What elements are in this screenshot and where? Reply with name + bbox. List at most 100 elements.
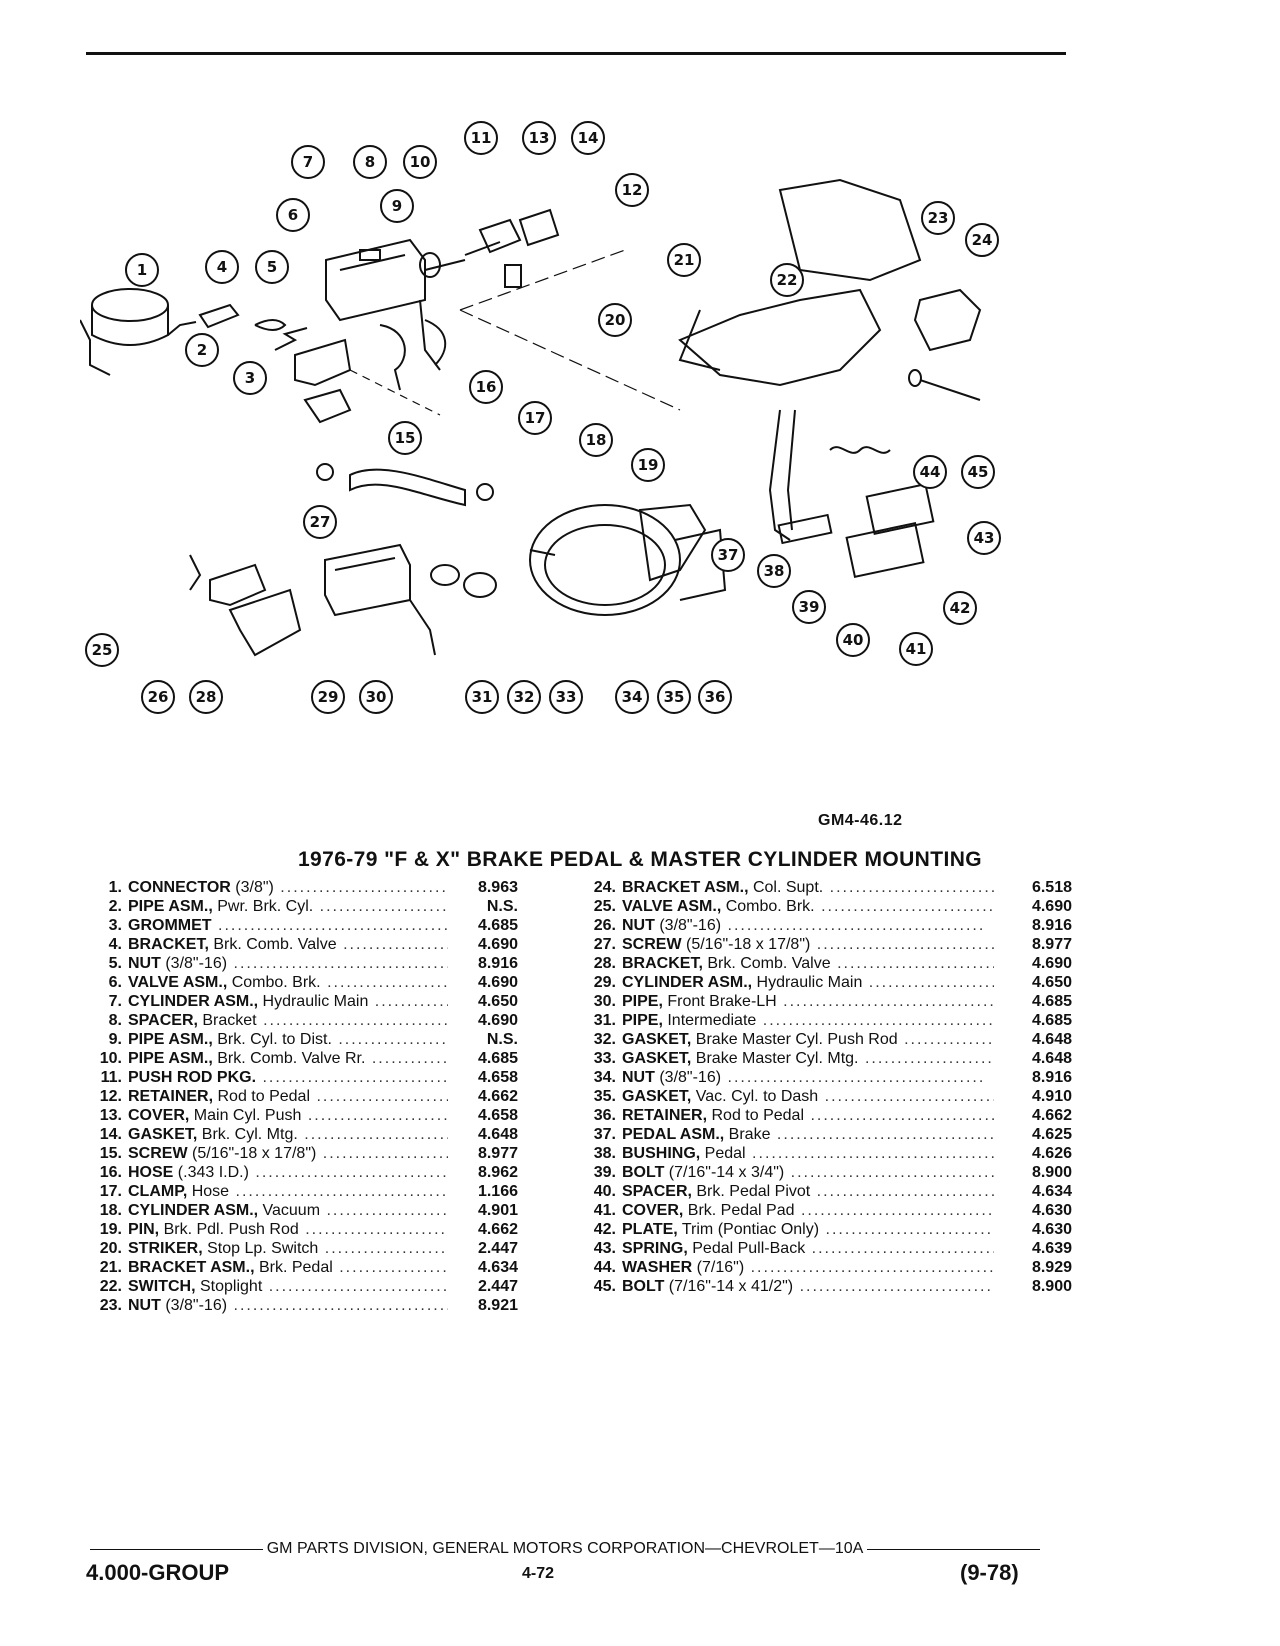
leader-dots: ........................................ bbox=[327, 974, 448, 991]
part-row: 3.GROMMET ..............................… bbox=[78, 916, 518, 935]
callout-39: 39 bbox=[792, 590, 826, 624]
group-code: 4.630 bbox=[1031, 1202, 1072, 1219]
group-code: 4.650 bbox=[477, 993, 518, 1010]
part-description: SPACER, Brk. Pedal Pivot ...............… bbox=[622, 1182, 994, 1201]
part-name: VALVE ASM., bbox=[128, 974, 228, 991]
part-description: PEDAL ASM., Brake ......................… bbox=[622, 1125, 994, 1144]
svg-text:45: 45 bbox=[968, 463, 989, 481]
group-code: 1.166 bbox=[477, 1183, 518, 1200]
callout-29: 29 bbox=[311, 680, 345, 714]
part-name: WASHER bbox=[622, 1259, 693, 1276]
group-code: 8.900 bbox=[1031, 1164, 1072, 1181]
svg-text:34: 34 bbox=[622, 688, 643, 706]
group-code: 4.648 bbox=[477, 1126, 518, 1143]
part-description: GASKET, Vac. Cyl. to Dash ..............… bbox=[622, 1087, 994, 1106]
part-name: PIN, bbox=[128, 1221, 160, 1238]
part-number: 34. bbox=[593, 1069, 616, 1086]
svg-text:31: 31 bbox=[472, 688, 493, 706]
part-row: 44.WASHER (7/16") ......................… bbox=[572, 1258, 1072, 1277]
group-code: 4.658 bbox=[477, 1069, 518, 1086]
part-detail: (3/8"-16) bbox=[160, 955, 228, 972]
group-code: 4.685 bbox=[477, 1050, 518, 1067]
part-description: VALVE ASM., Combo. Brk. ................… bbox=[128, 973, 448, 992]
part-number: 44. bbox=[593, 1259, 616, 1276]
group-code: 4.662 bbox=[477, 1088, 518, 1105]
group-code: 4.690 bbox=[477, 1012, 518, 1029]
part-detail: Bracket bbox=[197, 1012, 257, 1029]
part-number: 5. bbox=[108, 955, 122, 972]
part-name: RETAINER, bbox=[128, 1088, 214, 1105]
part-name: NUT bbox=[622, 1069, 655, 1086]
svg-text:25: 25 bbox=[92, 641, 113, 659]
part-row: 5.NUT (3/8"-16) ........................… bbox=[78, 954, 518, 973]
part-detail: Brake bbox=[724, 1126, 771, 1143]
group-code: 2.447 bbox=[477, 1240, 518, 1257]
part-description: SCREW (5/16"-18 x 17/8") ...............… bbox=[622, 935, 994, 954]
svg-text:22: 22 bbox=[777, 271, 798, 289]
leader-dots: ........................................ bbox=[374, 993, 448, 1010]
part-detail: Brk. Comb. Valve bbox=[208, 936, 337, 953]
callout-20: 20 bbox=[598, 303, 632, 337]
revision-date: (9-78) bbox=[960, 1560, 1019, 1585]
callout-41: 41 bbox=[899, 632, 933, 666]
part-number: 40. bbox=[593, 1183, 616, 1200]
part-row: 22.SWITCH, Stoplight ...................… bbox=[78, 1277, 518, 1296]
group-code: 4.690 bbox=[1031, 955, 1072, 972]
part-detail: Combo. Brk. bbox=[227, 974, 321, 991]
part-number: 37. bbox=[593, 1126, 616, 1143]
part-number: 25. bbox=[593, 898, 616, 915]
part-description: CYLINDER ASM., Hydraulic Main ..........… bbox=[128, 992, 448, 1011]
callout-28: 28 bbox=[189, 680, 223, 714]
part-name: GASKET, bbox=[622, 1050, 692, 1067]
svg-text:36: 36 bbox=[705, 688, 726, 706]
callout-43: 43 bbox=[967, 521, 1001, 555]
part-number: 33. bbox=[593, 1050, 616, 1067]
part-number: 6. bbox=[108, 974, 122, 991]
part-detail: Combo. Brk. bbox=[721, 898, 815, 915]
part-description: RETAINER, Rod to Pedal .................… bbox=[128, 1087, 448, 1106]
part-row: 12.RETAINER, Rod to Pedal ..............… bbox=[78, 1087, 518, 1106]
callout-5: 5 bbox=[255, 250, 289, 284]
leader-dots: ........................................ bbox=[371, 1050, 448, 1067]
part-number: 11. bbox=[100, 1069, 122, 1086]
part-name: NUT bbox=[128, 1297, 161, 1314]
part-row: 34.NUT (3/8"-16) .......................… bbox=[572, 1068, 1072, 1087]
part-number: 45. bbox=[593, 1278, 616, 1295]
part-description: PIN, Brk. Pdl. Push Rod ................… bbox=[128, 1220, 448, 1239]
leader-dots: ........................................ bbox=[776, 1126, 994, 1143]
callout-12: 12 bbox=[615, 173, 649, 207]
part-name: CYLINDER ASM., bbox=[622, 974, 753, 991]
leader-dots: ........................................ bbox=[255, 1164, 448, 1181]
leader-dots: ........................................ bbox=[800, 1202, 994, 1219]
part-name: PEDAL ASM., bbox=[622, 1126, 725, 1143]
part-name: CONNECTOR bbox=[128, 879, 231, 896]
leader-dots: ........................................ bbox=[821, 898, 994, 915]
leader-dots: ........................................ bbox=[233, 1297, 448, 1314]
group-code: 8.977 bbox=[1031, 936, 1072, 953]
group-code: N.S. bbox=[486, 898, 518, 915]
callout-21: 21 bbox=[667, 243, 701, 277]
callout-16: 16 bbox=[469, 370, 503, 404]
part-detail: Brake Master Cyl. Mtg. bbox=[691, 1050, 859, 1067]
leader-dots: ........................................ bbox=[319, 898, 448, 915]
part-detail: Trim (Pontiac Only) bbox=[677, 1221, 820, 1238]
svg-text:38: 38 bbox=[764, 562, 785, 580]
group-code: 4.901 bbox=[477, 1202, 518, 1219]
part-number: 42. bbox=[593, 1221, 616, 1238]
leader-dots: ........................................ bbox=[837, 955, 994, 972]
callout-40: 40 bbox=[836, 623, 870, 657]
leader-dots: ........................................ bbox=[721, 917, 986, 934]
svg-text:16: 16 bbox=[476, 378, 497, 396]
part-row: 1.CONNECTOR (3/8") .....................… bbox=[78, 878, 518, 897]
part-name: STRIKER, bbox=[128, 1240, 203, 1257]
callout-30: 30 bbox=[359, 680, 393, 714]
part-description: GASKET, Brake Master Cyl. Push Rod .....… bbox=[622, 1030, 994, 1049]
part-description: GASKET, Brake Master Cyl. Mtg. .........… bbox=[622, 1049, 994, 1068]
svg-text:24: 24 bbox=[972, 231, 993, 249]
group-code: 8.929 bbox=[1031, 1259, 1072, 1276]
leader-dots: ........................................ bbox=[280, 879, 448, 896]
part-number: 32. bbox=[593, 1031, 616, 1048]
svg-text:32: 32 bbox=[514, 688, 535, 706]
footer-line: GM PARTS DIVISION, GENERAL MOTORS CORPOR… bbox=[90, 1540, 1041, 1558]
